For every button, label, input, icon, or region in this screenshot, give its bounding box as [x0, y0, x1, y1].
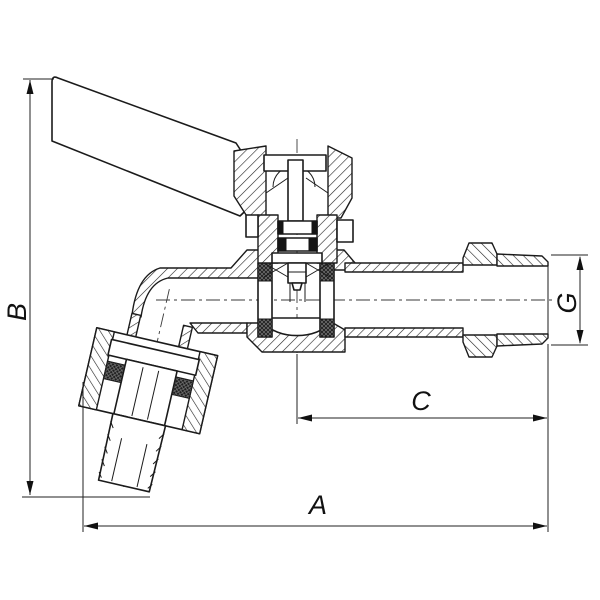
cone-seal-lines: [263, 262, 331, 278]
seat-ring-right: [319, 262, 335, 338]
dim-label-B: B: [2, 303, 32, 321]
arrowhead-right: [533, 522, 547, 530]
tube-bottom-wall: [344, 327, 464, 338]
bonnet-step-right: [336, 219, 354, 243]
dimension-G: G: [551, 254, 588, 346]
dimension-A: A: [82, 344, 549, 532]
arrowhead-left: [298, 414, 312, 422]
dim-label-G: G: [552, 292, 582, 313]
dim-label-C: C: [411, 386, 431, 416]
nozzle-barbs-left: [98, 421, 114, 478]
handle-lever: [51, 76, 260, 217]
arrowhead-left: [84, 522, 98, 530]
stem-screw-tip: [291, 282, 303, 291]
gland-flange: [271, 252, 323, 264]
valve-body-elbow: [131, 249, 262, 334]
dim-label-A: A: [307, 490, 327, 520]
seat-seal: [319, 318, 335, 338]
bonnet-stem-assembly: [233, 145, 354, 291]
packing-seal: [277, 220, 284, 235]
packing-seal: [308, 237, 318, 252]
arrowhead-right: [533, 414, 547, 422]
arrowhead-up: [576, 256, 584, 270]
valve-stem: [287, 159, 304, 222]
tube-top-wall: [344, 262, 464, 273]
nozzle-bore-line: [111, 438, 123, 482]
body-bottom-wall: [189, 322, 248, 334]
seat-seal: [257, 318, 273, 338]
body-top-wall: [131, 249, 262, 318]
spout-assembly: [77, 289, 219, 493]
arrowhead-down: [576, 330, 584, 344]
dimension-B: B: [2, 78, 150, 498]
handle-blade: [51, 76, 260, 217]
packing-seal: [311, 220, 318, 235]
thread-bottom-wall: [496, 333, 549, 347]
tailpiece-bore-line: [131, 367, 144, 417]
bonnet-step-left: [245, 214, 259, 238]
yoke-right: [327, 145, 353, 219]
arrowhead-down: [26, 481, 34, 495]
arrowhead-up: [26, 80, 34, 94]
ball-housing: [246, 249, 362, 353]
hex-boss-bottom: [462, 334, 498, 358]
packing-ring-1: [277, 220, 318, 235]
nozzle-barbs-right: [147, 433, 165, 489]
nozzle-bore-line: [136, 443, 148, 488]
dimension-C: C: [296, 354, 547, 424]
hex-boss-top: [462, 242, 498, 266]
seat-seal: [257, 262, 273, 282]
yoke-fork-lines: [265, 177, 329, 194]
thread-top-wall: [496, 253, 549, 267]
outlet-connection: [344, 242, 549, 358]
packing-seal: [277, 237, 287, 252]
tailpiece-bore-line: [146, 370, 160, 420]
stem-screw: [287, 262, 307, 284]
hose-nozzle: [97, 412, 167, 493]
